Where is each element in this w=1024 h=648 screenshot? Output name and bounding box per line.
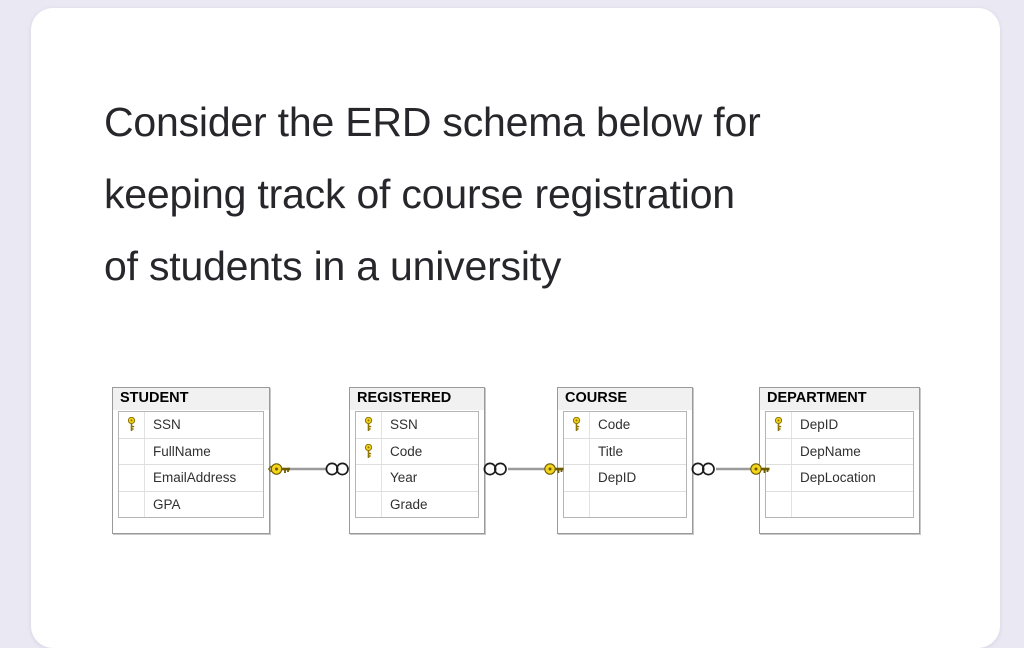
field-gutter bbox=[119, 465, 145, 491]
erd-diagram: STUDENT SSN FullName EmailAddress bbox=[31, 8, 1000, 648]
erd-table-title: COURSE bbox=[558, 388, 692, 410]
erd-table-course[interactable]: COURSE Code Title DepID bbox=[557, 387, 693, 534]
key-one-symbol bbox=[544, 463, 564, 475]
erd-field-label: Code bbox=[598, 417, 631, 433]
field-gutter bbox=[564, 438, 590, 464]
erd-field-row-empty[interactable] bbox=[564, 491, 686, 518]
key-one-symbol bbox=[268, 463, 290, 475]
infinity-many-symbol bbox=[325, 462, 349, 476]
field-gutter bbox=[564, 491, 590, 517]
relationship-course-department[interactable] bbox=[691, 460, 771, 478]
field-gutter bbox=[766, 491, 792, 517]
erd-field-list: Code Title DepID bbox=[563, 411, 687, 518]
infinity-many-symbol bbox=[483, 462, 507, 476]
erd-field-label: SSN bbox=[390, 417, 418, 433]
erd-field-row-empty[interactable] bbox=[766, 491, 913, 518]
erd-field-list: SSN Code Year Grade bbox=[355, 411, 479, 518]
erd-field-label: DepID bbox=[598, 470, 637, 486]
erd-field-label: Year bbox=[390, 470, 418, 486]
erd-field-row[interactable]: DepID bbox=[564, 465, 686, 492]
erd-field-row[interactable]: Code bbox=[564, 412, 686, 439]
erd-field-row[interactable]: EmailAddress bbox=[119, 465, 263, 492]
erd-table-title: STUDENT bbox=[113, 388, 269, 410]
title-line-3: of students in a university bbox=[104, 243, 562, 289]
erd-field-label: EmailAddress bbox=[153, 470, 237, 486]
erd-field-row[interactable]: DepName bbox=[766, 438, 913, 465]
erd-field-row[interactable]: GPA bbox=[119, 491, 263, 518]
relationship-registered-course[interactable] bbox=[483, 460, 565, 478]
erd-field-list: SSN FullName EmailAddress GPA bbox=[118, 411, 264, 518]
erd-table-title: DEPARTMENT bbox=[760, 388, 919, 410]
erd-field-label: Title bbox=[598, 443, 624, 459]
field-gutter bbox=[356, 465, 382, 491]
field-gutter bbox=[766, 465, 792, 491]
erd-field-label: SSN bbox=[153, 417, 181, 433]
erd-field-label: DepID bbox=[800, 417, 839, 433]
field-gutter bbox=[356, 491, 382, 517]
erd-field-row[interactable]: DepID bbox=[766, 412, 913, 439]
erd-field-row[interactable]: Code bbox=[356, 438, 478, 465]
erd-field-row[interactable]: Year bbox=[356, 465, 478, 492]
content-card: Consider the ERD schema below for keepin… bbox=[31, 8, 1000, 648]
erd-field-label: Grade bbox=[390, 496, 428, 512]
relationship-student-registered[interactable] bbox=[268, 460, 352, 478]
primary-key-icon bbox=[766, 412, 792, 438]
primary-key-icon bbox=[564, 412, 590, 438]
erd-table-student[interactable]: STUDENT SSN FullName EmailAddress bbox=[112, 387, 270, 534]
field-gutter bbox=[119, 438, 145, 464]
erd-table-department[interactable]: DEPARTMENT DepID DepName DepLocation bbox=[759, 387, 920, 534]
erd-field-row[interactable]: SSN bbox=[119, 412, 263, 439]
page-title: Consider the ERD schema below for keepin… bbox=[104, 86, 934, 302]
erd-field-label: DepName bbox=[800, 443, 861, 459]
erd-field-list: DepID DepName DepLocation bbox=[765, 411, 914, 518]
erd-field-row[interactable]: DepLocation bbox=[766, 465, 913, 492]
erd-table-title: REGISTERED bbox=[350, 388, 484, 410]
field-gutter bbox=[564, 465, 590, 491]
erd-field-row[interactable]: Title bbox=[564, 438, 686, 465]
field-gutter bbox=[766, 438, 792, 464]
primary-key-icon bbox=[119, 412, 145, 438]
erd-field-row[interactable]: Grade bbox=[356, 491, 478, 518]
erd-field-label: FullName bbox=[153, 443, 211, 459]
primary-key-icon bbox=[356, 438, 382, 464]
key-one-symbol bbox=[750, 463, 770, 475]
title-line-2: keeping track of course registration bbox=[104, 171, 735, 217]
erd-field-label: GPA bbox=[153, 496, 181, 512]
primary-key-icon bbox=[356, 412, 382, 438]
erd-field-row[interactable]: FullName bbox=[119, 438, 263, 465]
erd-field-row[interactable]: SSN bbox=[356, 412, 478, 439]
erd-field-label: DepLocation bbox=[800, 470, 876, 486]
erd-field-label: Code bbox=[390, 443, 423, 459]
field-gutter bbox=[119, 491, 145, 517]
erd-table-registered[interactable]: REGISTERED SSN Code Year bbox=[349, 387, 485, 534]
infinity-many-symbol bbox=[691, 462, 715, 476]
title-line-1: Consider the ERD schema below for bbox=[104, 99, 761, 145]
